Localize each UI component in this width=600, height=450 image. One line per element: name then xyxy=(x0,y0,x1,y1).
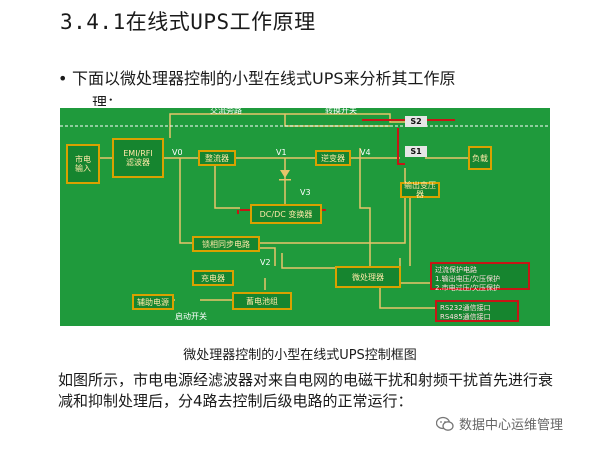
v1-label: V1 xyxy=(276,148,287,157)
figure-caption: 微处理器控制的小型在线式UPS控制框图 xyxy=(183,348,417,363)
emi-filter-block: EMI/RFI 滤波器 xyxy=(112,138,164,178)
bullet-continuation: 理： xyxy=(92,94,123,106)
dcdc-block: DC/DC 变换器 xyxy=(250,204,322,224)
output-transformer-block: 输出变压器 xyxy=(400,181,440,199)
v2-label: V2 xyxy=(260,258,271,267)
microprocessor-block: 微处理器 xyxy=(335,266,401,288)
inverter-block: 逆变器 xyxy=(315,150,351,166)
watermark: 数据中心运维管理 xyxy=(435,414,564,433)
page-title: 3.4.1在线式UPS工作原理 xyxy=(60,10,316,34)
sync-circuit-block: 锁相同步电路 xyxy=(192,236,260,252)
start-switch-label: 启动开关 xyxy=(175,312,207,321)
aux-power-block: 辅助电源 xyxy=(132,294,174,310)
comm-interface-box: RS232通信接口 RS485通信接口 xyxy=(435,300,519,322)
v4-label: V4 xyxy=(360,148,371,157)
bypass-label: 交流旁路 xyxy=(210,106,242,115)
transfer-switch-label: 转换开关 xyxy=(325,106,357,115)
bullet-dot: • xyxy=(58,69,68,88)
switch-s1-label: S1 xyxy=(405,146,427,157)
wechat-icon xyxy=(435,416,454,432)
rectifier-block: 整流器 xyxy=(198,150,236,166)
ups-block-diagram: 交流旁路 转换开关 市电 输入 EMI/RFI 滤波器 整流器 逆变器 负载 D… xyxy=(60,106,550,326)
v0-label: V0 xyxy=(172,148,183,157)
bullet-label: 下面以微处理器控制的小型在线式UPS来分析其工作原 xyxy=(72,69,456,88)
output-block: 负载 xyxy=(468,146,492,170)
v3-label: V3 xyxy=(300,188,311,197)
watermark-text: 数据中心运维管理 xyxy=(459,418,564,433)
switch-s2-label: S2 xyxy=(405,116,427,127)
battery-block: 蓄电池组 xyxy=(232,292,292,310)
body-paragraph: 如图所示，市电电源经滤波器对来自电网的电磁干扰和射频干扰首先进行衰减和抑制处理后… xyxy=(58,371,554,410)
bullet-text: •下面以微处理器控制的小型在线式UPS来分析其工作原 xyxy=(58,68,558,90)
mains-input-block: 市电 输入 xyxy=(66,144,100,184)
charger-block: 充电器 xyxy=(192,270,234,286)
protection-box: 过流保护电路 1.输出电压/欠压保护 2.市电过压/欠压保护 xyxy=(430,262,530,292)
